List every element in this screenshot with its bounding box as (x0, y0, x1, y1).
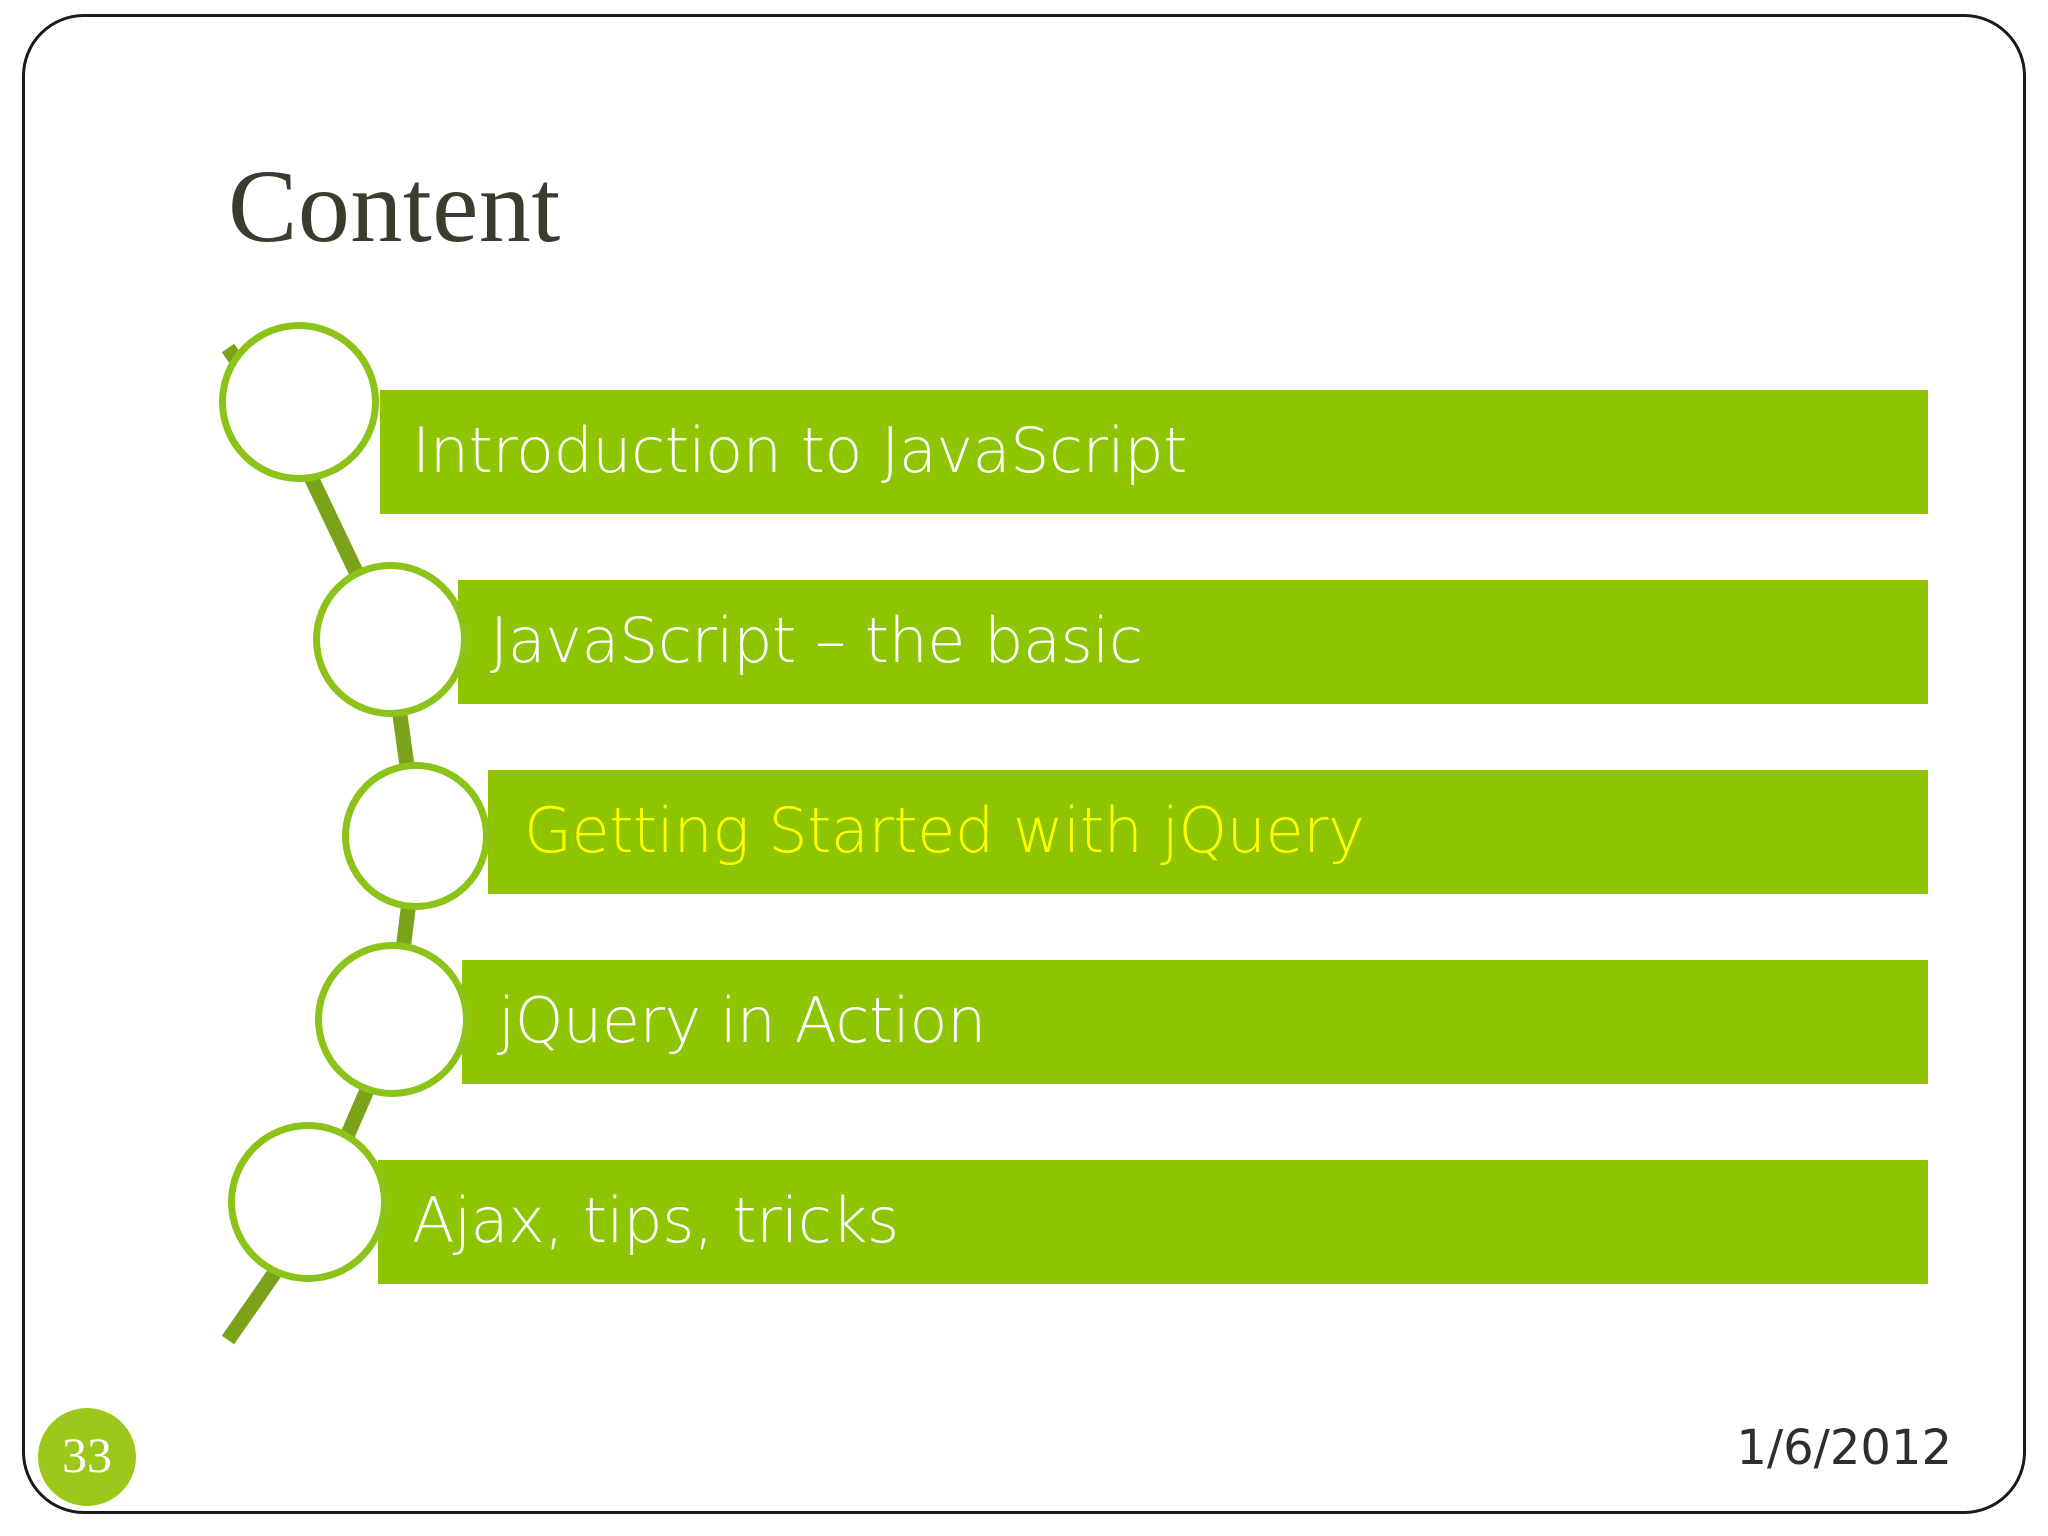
agenda-node-2 (313, 562, 468, 717)
agenda-row-2[interactable]: JavaScript – the basic (0, 562, 2048, 717)
agenda-node-4 (315, 942, 470, 1097)
agenda-bar-2 (458, 580, 1928, 704)
agenda-label-3: Getting Started with jQuery (524, 794, 1365, 868)
slide-date: 1/6/2012 (1736, 1420, 1952, 1476)
agenda-label-5: Ajax, tips, tricks (412, 1184, 899, 1258)
page-number-text: 33 (62, 1427, 112, 1483)
page-title: Content (228, 149, 561, 264)
agenda-label-4: jQuery in Action (498, 984, 986, 1058)
agenda-row-1[interactable]: Introduction to JavaScript (0, 322, 2048, 514)
agenda-node-1 (219, 322, 379, 482)
agenda-bar-4 (462, 960, 1928, 1084)
agenda-label-1: Introduction to JavaScript (412, 414, 1187, 488)
agenda-bar-5 (378, 1160, 1928, 1284)
agenda-node-5 (228, 1122, 388, 1282)
agenda-row-5[interactable]: Ajax, tips, tricks (0, 1122, 2048, 1284)
page-number-badge: 33 (38, 1408, 136, 1506)
agenda-bar-1 (380, 390, 1928, 514)
agenda-label-2: JavaScript – the basic (490, 604, 1143, 678)
agenda-bar-3 (488, 770, 1928, 894)
agenda-node-3 (342, 762, 490, 910)
agenda-row-4[interactable]: jQuery in Action (0, 942, 2048, 1097)
agenda-row-3[interactable]: Getting Started with jQuery (0, 762, 2048, 910)
